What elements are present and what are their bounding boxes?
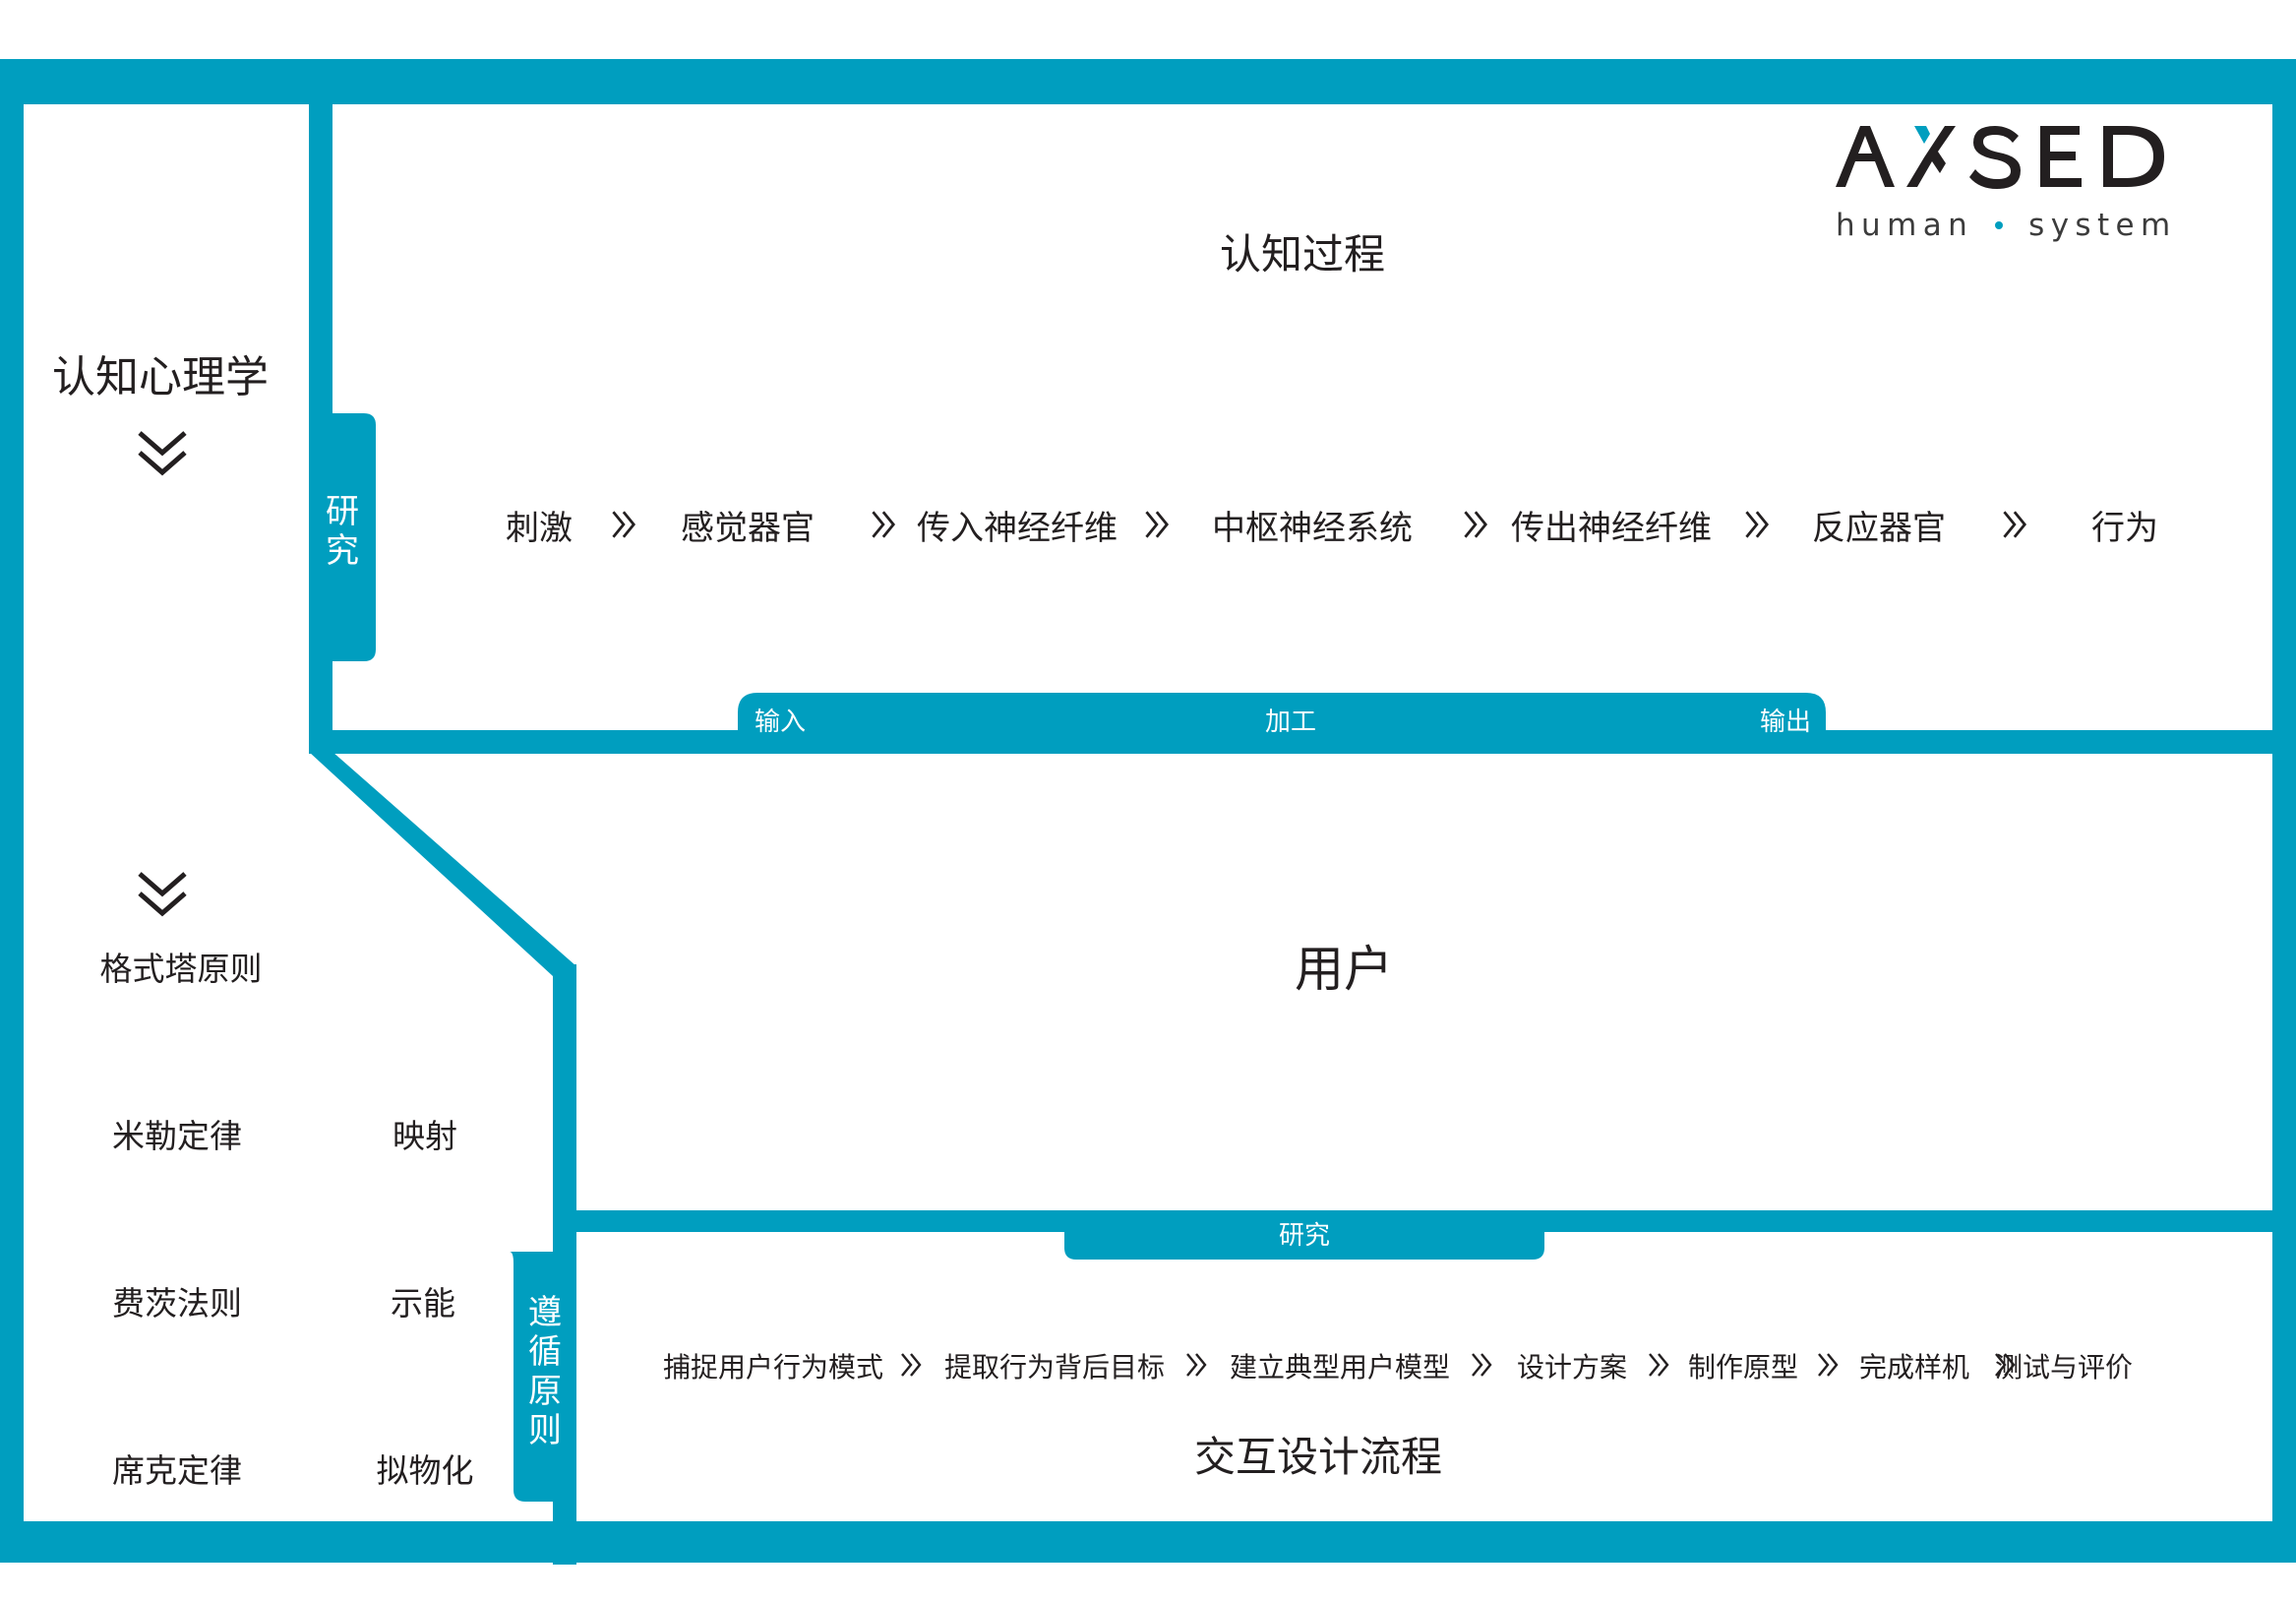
- logo-letter-s: [1969, 126, 2021, 189]
- cognition-research-label: 研究: [326, 492, 359, 571]
- cognition-step: 中枢神经系统: [1212, 509, 1413, 548]
- design-step: 完成样机: [1858, 1351, 1970, 1384]
- logo-tagline: human system: [1836, 211, 2177, 241]
- user-research-tab: [1064, 1226, 1544, 1260]
- logo-dot: [1995, 220, 2004, 229]
- frame-bottom-bar: [0, 1521, 2296, 1563]
- double-chevron-right-icon: [1472, 1353, 1492, 1377]
- user-research-label: 研究: [1278, 1221, 1331, 1251]
- principle-affordance: 示能: [391, 1284, 455, 1323]
- double-chevron-right-icon: [2003, 511, 2027, 538]
- logo-letter-d: [2103, 126, 2164, 187]
- design-step: 设计方案: [1516, 1351, 1628, 1384]
- design-step: 制作原型: [1687, 1351, 1799, 1384]
- design-top-divider: [553, 1210, 2296, 1232]
- double-chevron-right-icon: [612, 511, 636, 538]
- user-title: 用户: [1295, 941, 1393, 998]
- cognitive-psychology-title: 认知心理学: [52, 352, 269, 402]
- design-step: 捕捉用户行为模式: [662, 1351, 884, 1384]
- logo-tagline-left: human: [1836, 208, 1974, 243]
- double-chevron-right-icon: [1818, 1353, 1839, 1377]
- input-label: 输入: [754, 708, 807, 737]
- cognition-step: 反应器官: [1812, 509, 1946, 548]
- logo-letter-e: [2040, 126, 2082, 187]
- double-chevron-down-icon: [138, 872, 187, 917]
- cognition-step: 传出神经纤维: [1511, 509, 1712, 548]
- cognition-process-title: 认知过程: [1219, 230, 1386, 278]
- logo-x-accent: [1914, 126, 1930, 144]
- gestalt-principle: 格式塔原则: [99, 950, 263, 988]
- axsed-logo: [1836, 126, 2164, 189]
- double-chevron-right-icon: [1649, 1353, 1669, 1377]
- frame-right-bar: [2272, 59, 2296, 1563]
- double-chevron-right-icon: [901, 1353, 922, 1377]
- output-label: 输出: [1759, 708, 1812, 737]
- frame-top-bar: [0, 59, 2296, 104]
- principle-mapping: 映射: [393, 1117, 457, 1155]
- double-chevron-right-icon: [1145, 511, 1170, 538]
- frame-left-bar: [0, 59, 24, 1563]
- cognition-research-tab: [327, 413, 376, 661]
- diagonal-divider: [309, 752, 576, 984]
- logo-letter-x: [1906, 126, 1956, 187]
- double-chevron-right-icon: [1995, 1353, 2016, 1377]
- follow-principles-tab: [510, 1252, 557, 1502]
- design-step: 建立典型用户模型: [1229, 1351, 1451, 1384]
- principle-fitts: 费茨法则: [112, 1284, 242, 1323]
- cognition-step: 感觉器官: [681, 509, 815, 548]
- double-chevron-down-icon: [138, 431, 187, 476]
- cognition-step: 行为: [2091, 509, 2158, 548]
- principle-skeuomorphism: 拟物化: [376, 1451, 474, 1490]
- double-chevron-right-icon: [1745, 511, 1770, 538]
- cognition-step: 刺激: [506, 509, 573, 548]
- double-chevron-right-icon: [872, 511, 896, 538]
- process-label: 加工: [1264, 708, 1317, 737]
- follow-principles-label: 遵循原则: [528, 1293, 562, 1450]
- double-chevron-right-icon: [1186, 1353, 1207, 1377]
- double-chevron-right-icon: [1464, 511, 1488, 538]
- logo-letter-a: [1836, 126, 1895, 187]
- cognition-bottom-divider: [309, 730, 2296, 754]
- cognition-io-tab: [738, 693, 1826, 732]
- design-step: 提取行为背后目标: [943, 1351, 1166, 1384]
- interaction-design-process-title: 交互设计流程: [1193, 1433, 1443, 1481]
- design-step: 测试与评价: [1994, 1351, 2134, 1384]
- cognition-step: 传入神经纤维: [917, 509, 1118, 548]
- principle-hick: 席克定律: [112, 1451, 242, 1490]
- principle-miller: 米勒定律: [112, 1117, 242, 1155]
- logo-tagline-right: system: [2028, 208, 2177, 243]
